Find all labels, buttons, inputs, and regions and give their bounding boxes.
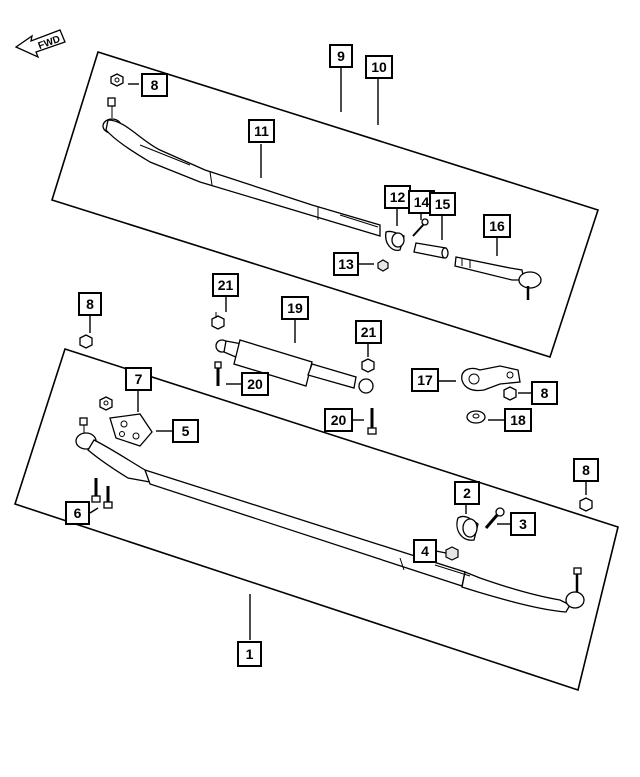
forward-arrow-label: FWD [37, 34, 62, 52]
callout-18[interactable]: 18 [504, 408, 532, 432]
drag-link-tube-icon [102, 97, 381, 237]
callout-17[interactable]: 17 [411, 368, 439, 392]
tie-rod-end-icon [454, 256, 542, 300]
callout-21[interactable]: 21 [355, 320, 382, 344]
nut-icon [361, 358, 375, 373]
callout-15[interactable]: 15 [429, 192, 456, 216]
callout-6[interactable]: 6 [65, 501, 90, 525]
callout-10[interactable]: 10 [365, 55, 393, 79]
adjuster-sleeve-icon [413, 242, 449, 259]
nut-icon [211, 312, 225, 330]
callout-4[interactable]: 4 [413, 539, 437, 563]
callout-21[interactable]: 21 [212, 273, 239, 297]
bolt-icon [367, 408, 377, 435]
tie-rod-icon [75, 417, 585, 613]
bolt-icon [214, 361, 222, 386]
nut-icon [579, 497, 593, 512]
damper-bracket-icon [461, 365, 521, 392]
forward-arrow-icon: FWD [14, 29, 66, 59]
callout-12[interactable]: 12 [384, 185, 411, 209]
nut-icon [377, 259, 389, 272]
nut-icon [445, 546, 459, 561]
callout-20[interactable]: 20 [241, 372, 269, 396]
drag-link-group-frame [50, 50, 600, 359]
bolt-icon [412, 218, 429, 237]
steering-damper-icon [215, 339, 374, 394]
tie-rod-group-frame [13, 347, 619, 692]
callout-11[interactable]: 11 [248, 119, 275, 143]
nut-icon [99, 396, 113, 411]
callout-3[interactable]: 3 [510, 512, 536, 536]
callout-8[interactable]: 8 [78, 292, 102, 316]
clamp-icon [385, 230, 405, 251]
callout-16[interactable]: 16 [483, 214, 511, 238]
callout-9[interactable]: 9 [329, 44, 353, 68]
callout-2[interactable]: 2 [454, 481, 480, 505]
mounting-plate-icon [109, 413, 153, 447]
callout-1[interactable]: 1 [237, 641, 262, 667]
bolt-icon [91, 478, 113, 509]
clamp-icon [456, 515, 479, 541]
nut-icon [503, 386, 517, 401]
callout-5[interactable]: 5 [172, 419, 199, 443]
callout-7[interactable]: 7 [125, 367, 152, 391]
nut-icon [79, 334, 93, 349]
callout-8[interactable]: 8 [141, 73, 168, 97]
washer-icon [466, 410, 486, 424]
callout-19[interactable]: 19 [281, 296, 309, 320]
callout-13[interactable]: 13 [333, 252, 359, 276]
callout-8[interactable]: 8 [573, 458, 599, 482]
callout-20[interactable]: 20 [324, 408, 353, 432]
bolt-icon [484, 507, 505, 529]
callout-8[interactable]: 8 [531, 381, 558, 405]
nut-icon [110, 73, 124, 87]
